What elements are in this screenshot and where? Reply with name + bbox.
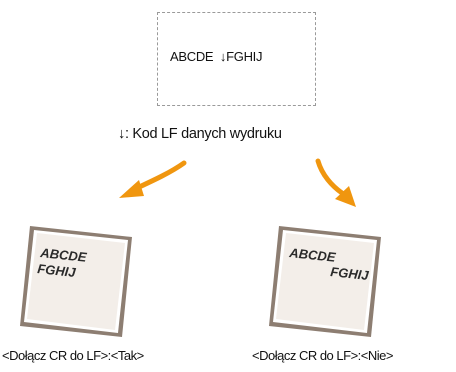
lf-code-caption: ↓: Kod LF danych wydruku (118, 126, 282, 142)
label-cr-yes: <Dołącz CR do LF>:<Tak> (2, 348, 144, 363)
sheet-left-line2: FGHIJ (37, 261, 77, 280)
sheet-left-line1: ABCDE (39, 245, 88, 265)
arrow-right-icon (315, 158, 356, 207)
label-cr-no: <Dołącz CR do LF>:<Nie> (252, 348, 393, 363)
sheet-right-line2: FGHIJ (330, 264, 370, 283)
sheet-right-line1: ABCDE (288, 245, 337, 265)
printed-sheet-with-cr: ABCDE FGHIJ (20, 226, 132, 337)
print-data-text: ABCDE ↓FGHIJ (170, 49, 263, 64)
print-data-box (157, 12, 316, 106)
arrow-left-icon (119, 160, 187, 198)
printed-sheet-without-cr: ABCDE FGHIJ (269, 226, 381, 337)
